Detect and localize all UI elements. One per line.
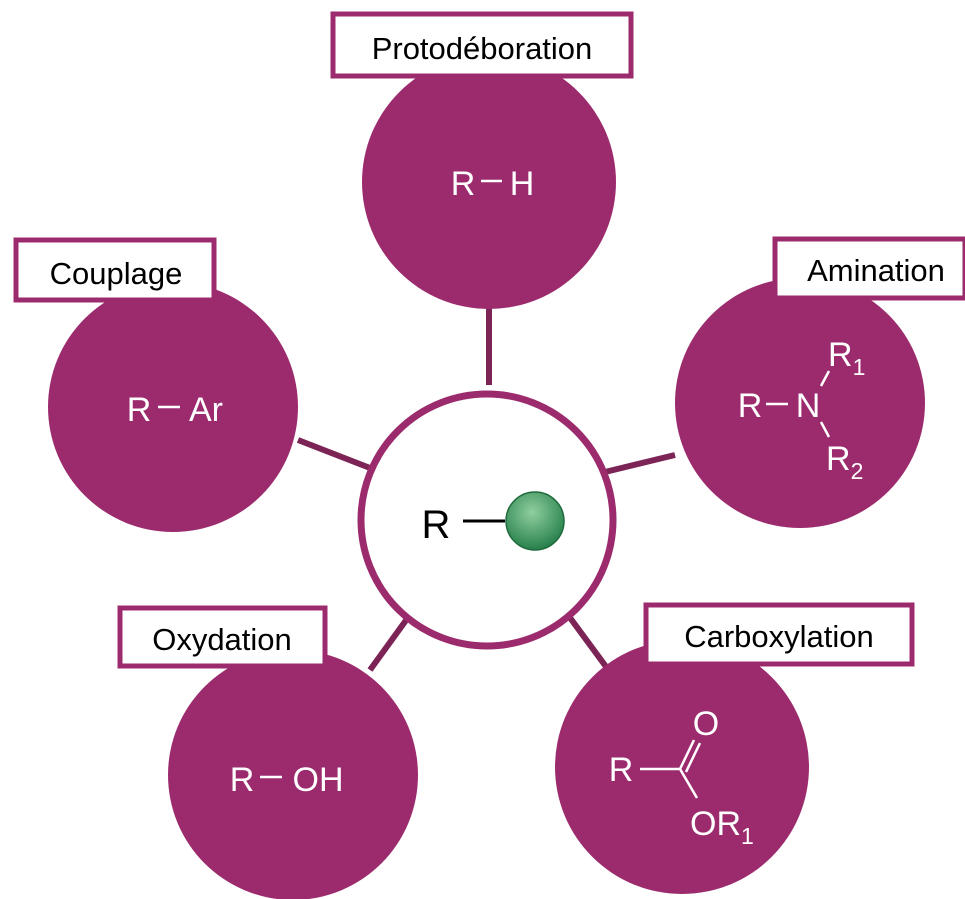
- formula-r: R: [230, 761, 255, 799]
- formula-h: H: [510, 165, 535, 203]
- center-group-symbol: R: [422, 503, 451, 547]
- node-label: Oxydation: [152, 622, 292, 657]
- formula-r: R: [127, 391, 152, 429]
- node-carboxylation: Carboxylation O R OR1: [555, 602, 915, 894]
- formula-r: R: [738, 387, 763, 425]
- node-protodeboration: Protodéboration R H: [330, 11, 634, 309]
- label-box: [13, 237, 217, 303]
- node-couplage: Couplage R Ar: [13, 237, 298, 532]
- node-oxydation: Oxydation R OH: [117, 605, 418, 899]
- connector-couplage: [296, 437, 372, 471]
- formula-double-bond-a: [678, 739, 696, 770]
- node-label: Protodéboration: [372, 31, 593, 66]
- node-circle: [675, 278, 925, 528]
- green-sphere-icon: [505, 491, 565, 551]
- formula-or1: OR1: [690, 805, 754, 849]
- connector-oxydation: [367, 610, 415, 672]
- formula-n: N: [796, 387, 821, 425]
- node-label: Couplage: [50, 256, 183, 291]
- formula-double-bond-b: [684, 742, 702, 773]
- formula-r1: R1: [828, 336, 865, 380]
- formula-ar: Ar: [189, 391, 223, 429]
- node-amination: Amination R N R1 R2: [675, 236, 965, 528]
- formula-r2: R2: [826, 440, 863, 484]
- node-circle: [168, 650, 418, 899]
- formula-r: R: [609, 751, 634, 789]
- connectors: [296, 300, 676, 672]
- formula-oh: OH: [293, 761, 344, 799]
- node-label: Carboxylation: [684, 619, 874, 654]
- node-label: Amination: [807, 253, 945, 288]
- connector-carboxylation: [565, 613, 610, 670]
- formula-o: O: [693, 705, 719, 743]
- formula-bond-down: [819, 421, 831, 438]
- formula-bond-or: [678, 768, 699, 799]
- formula-r: R: [451, 165, 476, 203]
- connector-amination: [604, 452, 676, 475]
- label-box: [772, 236, 965, 301]
- formula-bond-up: [819, 370, 831, 387]
- label-box: [330, 11, 634, 79]
- center-node: R: [357, 390, 617, 650]
- label-box: [643, 602, 915, 667]
- label-box: [117, 605, 328, 669]
